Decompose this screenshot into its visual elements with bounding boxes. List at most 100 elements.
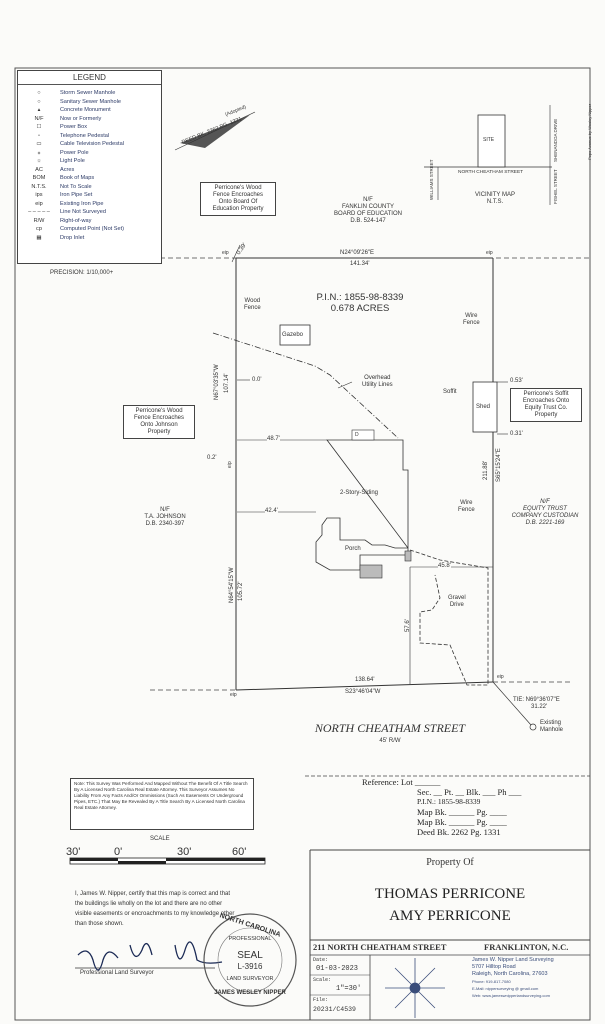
deck-label: D — [355, 432, 359, 438]
adjoiner-line: COMPANY CUSTODIAN — [511, 513, 579, 519]
margin-note: Pope Avenue by Wesley Nipper — [587, 103, 592, 160]
vicinity-site: SITE — [483, 137, 495, 143]
note-line: Encroaches Onto — [522, 398, 570, 404]
right-bearing: S65°15'24"E — [496, 448, 502, 482]
legend-label: Iron Pipe Set — [60, 192, 93, 198]
shed-box — [472, 381, 498, 433]
adjoiner-line: N/F — [160, 507, 170, 513]
file-value: 20231/C4539 — [313, 1006, 356, 1013]
legend-title: LEGEND — [18, 71, 161, 85]
disclaimer-note: Note: This Survey Was Performed And Mapp… — [70, 778, 254, 830]
dim-0-31-label: 0.31' — [510, 431, 523, 437]
legend-symbol-icon: ips — [35, 192, 43, 198]
label-line: Fence — [458, 507, 475, 513]
legend-symbol-icon: – – – – – — [28, 209, 50, 215]
legend-item: ⁎Power Pole — [18, 149, 161, 158]
legend-label: Now or Formerly — [60, 115, 102, 122]
date-value: 01-03-2023 — [316, 965, 359, 973]
label-line: Overhead — [364, 375, 391, 381]
note-line: Perricone's Wood — [214, 185, 262, 191]
legend-label: Concrete Monument — [60, 107, 111, 113]
dim-57-6-label: 57.6' — [405, 619, 411, 632]
surveyor-email: E-Mail: nippersurveying @ gmail.com — [472, 986, 539, 991]
seal-word: SEAL — [237, 950, 263, 961]
legend-label: Book of Maps — [60, 175, 95, 181]
legend-label: Telephone Pedestal — [60, 132, 110, 139]
label-line: Utility Lines — [362, 382, 393, 388]
legend-symbol-icon: ⁎ — [37, 149, 41, 156]
eip-top-left: eip — [222, 250, 229, 256]
legend-item: – – – – – Line Not Surveyed — [18, 208, 161, 217]
legend-label: Line Not Surveyed — [60, 209, 107, 215]
seal-professional: PROFESSIONAL — [228, 936, 272, 942]
legend-symbol-icon: ○ — [37, 90, 41, 96]
adjoiner-line: FANKLIN COUNTY — [341, 204, 394, 210]
scale-tick: 0' — [114, 846, 123, 858]
street-name: NORTH CHEATHAM STREET — [314, 721, 466, 735]
left-upper-bearing: N67°03'35"W — [214, 364, 220, 400]
bottom-distance: 138.64' — [355, 677, 375, 683]
legend-symbol-icon: ○ — [37, 98, 41, 105]
note-line: Property — [534, 412, 558, 418]
seal-name: JAMES WESLEY NIPPER — [214, 990, 286, 996]
scale-tick: 30' — [66, 846, 81, 858]
gazebo-label: Gazebo — [282, 332, 304, 338]
legend-symbol-icon: ▫ — [38, 132, 40, 139]
adjoiner-line: N/F — [363, 197, 373, 203]
surveyor-info: James W. Nipper Land Surveying 5707 Hill… — [472, 957, 554, 999]
adjoiner-line: D.B. 2221-169 — [525, 520, 565, 526]
street-rw: 45' R/W — [379, 738, 401, 744]
legend-symbol-icon: ▴ — [37, 107, 41, 113]
scale-tick: 30' — [177, 846, 192, 858]
label-line: Drive — [449, 602, 464, 608]
legend-item: N.T.S.Not To Scale — [18, 183, 161, 192]
property-address: 211 NORTH CHEATHAM STREET — [313, 942, 447, 952]
legend-item: ○ Sanitary Sewer Manhole — [18, 98, 161, 107]
property-of: Property Of — [426, 857, 474, 868]
legend-item: ips Iron Pipe Set — [18, 191, 161, 200]
eip-left-mid: eip — [227, 461, 233, 468]
vicinity-nts: N.T.S. — [486, 199, 504, 205]
surveyor-seal: NORTH CAROLINA PROFESSIONAL SEAL L-3916 … — [204, 912, 296, 1006]
compass-rose-icon — [385, 958, 445, 1018]
legend-item: ▭Cable Television Pedestal — [18, 140, 161, 149]
label-line: Wood — [244, 298, 261, 304]
adjoiner-line: EQUITY TRUST — [523, 506, 567, 512]
porch-label: Porch — [345, 546, 361, 552]
tie-bearing: TIE: N69°36'07"E — [513, 697, 560, 703]
legend-symbol-icon: R/W — [33, 217, 45, 224]
top-distance: 141.34' — [350, 261, 370, 267]
left-lower-bearing: N64°54'15"W — [229, 567, 235, 603]
left-upper-distance: 107.14' — [224, 373, 230, 394]
deck-box — [351, 429, 375, 441]
legend-label: Not To Scale — [60, 183, 92, 190]
note-line: Perricone's Wood — [135, 408, 183, 414]
adjoiner-line: D.B. 524-147 — [350, 218, 386, 224]
legend-label: Sanitary Sewer Manhole — [60, 98, 121, 105]
adjoiner-line: BOARD OF EDUCATION — [334, 211, 402, 217]
dim-0-53-label: 0.53' — [510, 378, 523, 384]
legend-label: Cable Television Pedestal — [60, 141, 124, 147]
owner-2: AMY PERRICONE — [389, 908, 511, 924]
legend-symbol-icon: eip — [35, 200, 43, 207]
legend-symbol-icon: cp — [36, 226, 42, 232]
gazebo-box — [279, 324, 311, 346]
owner-1: THOMAS PERRICONE — [374, 886, 526, 902]
seal-number: L-3916 — [237, 962, 263, 971]
legend-label: Acres — [60, 166, 75, 173]
note-line: Equity Trust Co. — [524, 405, 568, 411]
dim-45-8-label: 45.8' — [438, 563, 451, 570]
note-line: Onto Johnson — [140, 422, 178, 428]
